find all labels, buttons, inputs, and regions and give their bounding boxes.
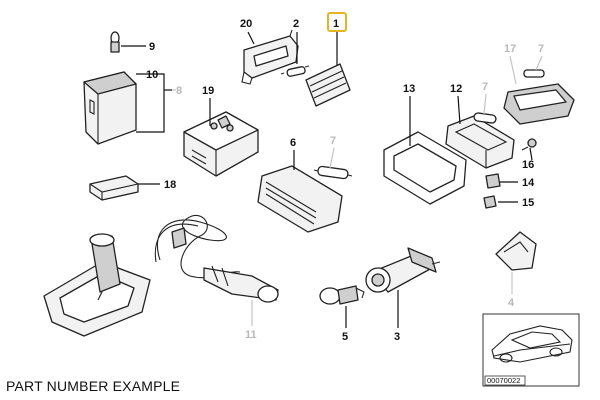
part-20-lamp-frame[interactable] <box>241 29 299 85</box>
part-14-clip[interactable] <box>485 173 501 189</box>
callout-11[interactable]: 11 <box>245 329 257 341</box>
part-10-lamp-box[interactable] <box>83 71 137 145</box>
callout-9[interactable]: 9 <box>149 41 155 53</box>
callout-7-right[interactable]: 7 <box>482 81 488 93</box>
callout-8[interactable]: 8 <box>176 85 182 97</box>
callout-16[interactable]: 16 <box>522 159 534 171</box>
callout-10[interactable]: 10 <box>146 69 158 81</box>
part-7-bulb-middle[interactable] <box>313 165 353 180</box>
callout-6[interactable]: 6 <box>290 137 296 149</box>
part-5-bulb-socket[interactable] <box>319 285 365 305</box>
lighter-socket-tray[interactable] <box>43 233 151 337</box>
part-1-lens[interactable] <box>305 63 351 107</box>
callout-13[interactable]: 13 <box>403 83 415 95</box>
part-11-lighter-cable[interactable] <box>154 214 279 303</box>
part-2-festoon-bulb[interactable] <box>280 65 310 77</box>
callout-17[interactable]: 17 <box>504 43 516 55</box>
thumbnail-code: 00070022 <box>487 376 520 385</box>
part-18-pad[interactable] <box>89 175 139 201</box>
callout-20[interactable]: 20 <box>240 18 252 30</box>
part-7-bulb-right-top[interactable] <box>523 69 545 78</box>
part-3-lighter-socket[interactable] <box>365 247 441 293</box>
part-16-screw[interactable] <box>521 138 537 151</box>
leader-lines <box>121 30 543 328</box>
page-caption: PART NUMBER EXAMPLE <box>6 378 181 394</box>
part-17-lamp-cover[interactable] <box>503 83 575 125</box>
callout-18[interactable]: 18 <box>164 179 176 191</box>
callout-1-highlight <box>327 12 347 32</box>
callout-3[interactable]: 3 <box>394 331 400 343</box>
callout-14[interactable]: 14 <box>522 177 535 189</box>
part-4-bracket[interactable] <box>495 231 537 271</box>
part-15-clip[interactable] <box>483 195 497 209</box>
car-silhouette-icon <box>491 325 573 363</box>
callout-7-middle[interactable]: 7 <box>330 135 336 147</box>
part-7-bulb-right-lower[interactable] <box>473 112 497 124</box>
callout-7-top-right[interactable]: 7 <box>538 43 544 55</box>
callout-15[interactable]: 15 <box>522 197 534 209</box>
part-6-lamp-lens[interactable] <box>257 165 343 233</box>
callout-2[interactable]: 2 <box>293 18 299 30</box>
callout-4[interactable]: 4 <box>508 297 515 309</box>
callout-1[interactable]: 1 <box>333 18 339 30</box>
callout-labels: 20 2 1 17 7 9 10 8 19 13 12 7 6 7 16 14 … <box>146 18 544 343</box>
callout-19[interactable]: 19 <box>202 85 214 97</box>
vehicle-thumbnail[interactable]: 00070022 <box>482 313 580 387</box>
part-9-wedge-bulb[interactable] <box>110 31 120 53</box>
callout-5[interactable]: 5 <box>342 331 348 343</box>
part-13-gasket[interactable] <box>383 131 467 205</box>
callout-12[interactable]: 12 <box>450 83 462 95</box>
part-19-socket-housing[interactable] <box>183 111 259 177</box>
